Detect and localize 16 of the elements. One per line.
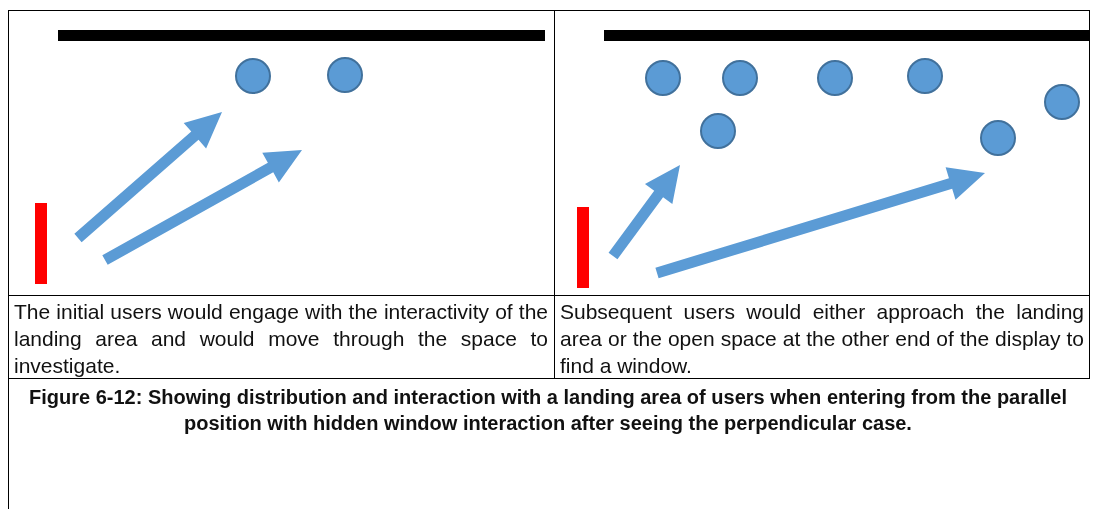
user-circle: [1044, 84, 1080, 120]
user-circle: [700, 113, 736, 149]
user-circle: [980, 120, 1016, 156]
display-bar: [604, 30, 1090, 41]
description-text: The initial users would engage with the interactivity of the landing area and would move through the space to investigate.: [14, 299, 548, 379]
user-circle: [722, 60, 758, 96]
user-circle: [327, 57, 363, 93]
user-circle: [907, 58, 943, 94]
landing-area-bar: [577, 207, 589, 288]
user-circle: [817, 60, 853, 96]
description-text: Subsequent users would either approach the landing area or the open space at the other end of the display to find a window.: [560, 299, 1084, 379]
user-circle: [645, 60, 681, 96]
figure-caption: Figure 6-12: Showing distribution and interaction with a landing area of users when entering from the parallel position with hidden window interaction after seeing the perpendicular case.: [28, 385, 1068, 436]
user-circle: [235, 58, 271, 94]
landing-area-bar: [35, 203, 47, 284]
display-bar: [58, 30, 545, 41]
